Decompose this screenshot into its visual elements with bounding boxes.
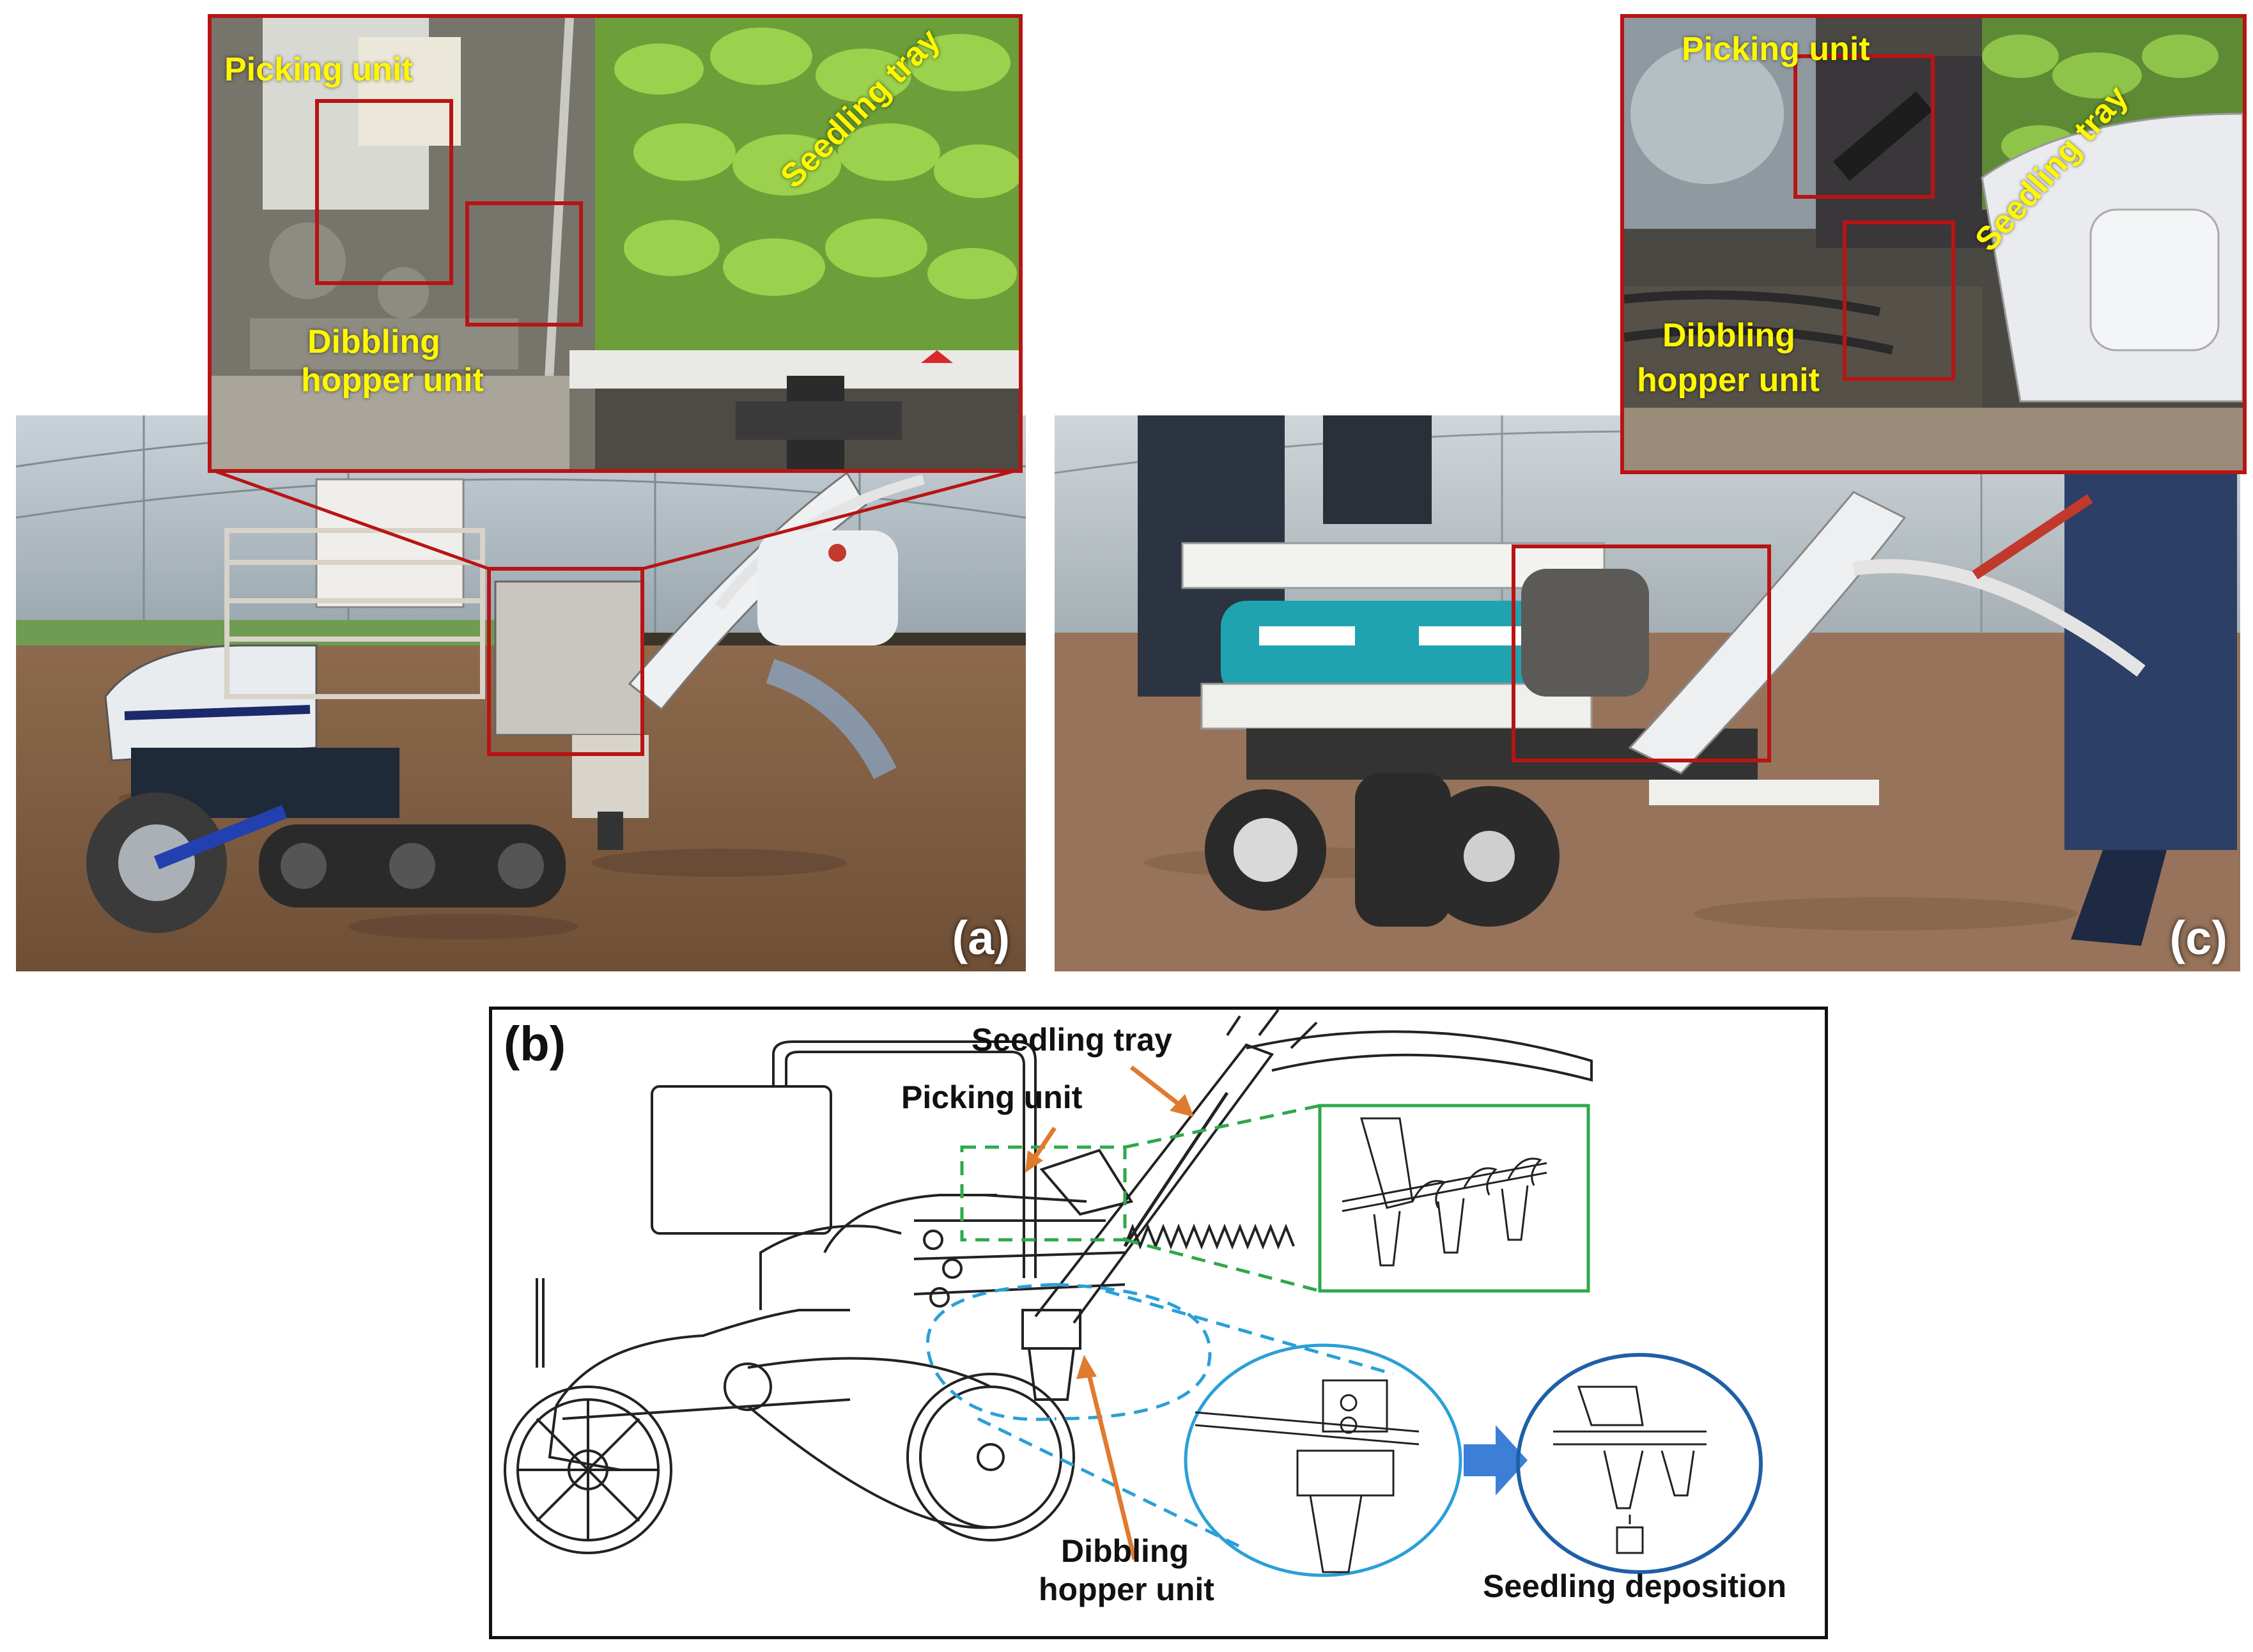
panel-c-inset-scene — [1624, 18, 2243, 470]
panel-c-zoom-inset: Picking unit Seedling tray Dibbling hopp… — [1620, 14, 2247, 474]
panel-c-scene — [1055, 415, 2240, 971]
panel-c-label-dibbling-line2: hopper unit — [1637, 362, 1820, 399]
panel-b-label-seedling-tray: Seedling tray — [972, 1022, 1172, 1058]
panel-b-letter: (b) — [504, 1017, 566, 1071]
hopper-detail-circle — [1184, 1343, 1462, 1577]
deposition-circle — [1516, 1353, 1763, 1574]
panel-a-inset-scene — [212, 18, 1019, 469]
panel-b-line-drawing — [504, 1010, 1763, 1577]
panel-c-letter: (c) — [2169, 911, 2227, 964]
panel-a-label-picking-unit: Picking unit — [224, 51, 413, 88]
panel-b-label-picking-unit: Picking unit — [901, 1079, 1083, 1115]
panel-a-label-dibbling-line1: Dibbling — [307, 323, 440, 360]
panel-c-label-dibbling-line1: Dibbling — [1662, 317, 1795, 354]
orange-arrows — [1027, 1065, 1191, 1560]
panel-c-photo: (c) — [1055, 415, 2240, 971]
panel-b-diagram: (b) — [489, 1007, 1828, 1639]
panel-a-label-dibbling-line2: hopper unit — [301, 362, 484, 399]
panel-a-letter: (a) — [952, 911, 1010, 964]
panel-b-label-seedling-deposition: Seedling deposition — [1483, 1568, 1787, 1604]
panel-b-label-dibbling-line1: Dibbling — [1061, 1533, 1189, 1569]
green-inset-drawing — [1342, 1117, 1547, 1267]
panel-c-label-picking-unit: Picking unit — [1682, 31, 1870, 68]
hopper-detail-drawing — [1195, 1379, 1420, 1573]
deposition-drawing — [1553, 1386, 1707, 1554]
panel-b-label-dibbling-line2: hopper unit — [1039, 1571, 1214, 1607]
panel-a-zoom-inset: Picking unit Seedling tray Dibbling hopp… — [208, 14, 1023, 473]
process-arrow-icon — [1464, 1425, 1528, 1495]
green-inset-box — [1318, 1104, 1590, 1293]
